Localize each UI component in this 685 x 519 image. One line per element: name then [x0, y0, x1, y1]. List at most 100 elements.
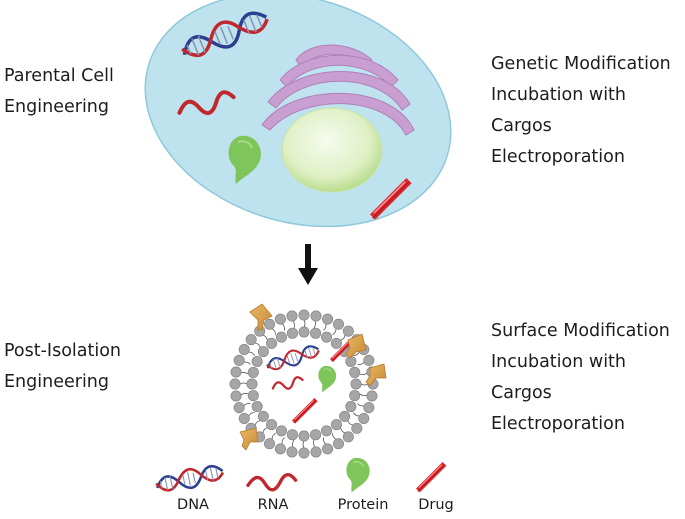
parental-method-incubation: Incubation with Cargos [491, 85, 627, 136]
lipid-tail [271, 328, 276, 335]
golgi-apparatus [261, 44, 415, 136]
lipid-head [263, 318, 275, 330]
lipid-head [310, 310, 322, 322]
lipid-tail [332, 328, 337, 335]
lipid-tail [281, 437, 285, 445]
lipid-head [342, 325, 354, 337]
lipid-head [229, 378, 241, 390]
parental-method-genetic: Genetic Modification [491, 54, 671, 74]
parental-label-line2: Engineering [4, 97, 109, 117]
legend-rna-icon [246, 472, 298, 492]
post-method-surface: Surface Modification [491, 321, 670, 341]
lipid-tail [243, 402, 251, 407]
post-isolation-label: Post-Isolation Engineering [4, 336, 121, 398]
lipid-head [275, 331, 287, 343]
parental-label: Parental Cell Engineering [4, 61, 114, 123]
lipid-head [349, 390, 361, 402]
lipid-tail [271, 433, 276, 440]
lipid-head [298, 447, 310, 459]
post-method-electroporation: Electroporation [491, 414, 625, 434]
legend-dna-label: DNA [177, 497, 209, 513]
lipid-tail [240, 372, 249, 375]
lipid-tail [323, 323, 327, 331]
lipid-head [286, 446, 298, 458]
lipid-head [310, 446, 322, 458]
lipid-head [238, 412, 250, 424]
lipid-tail [262, 427, 268, 434]
lipid-head [366, 390, 378, 402]
lipid-head [286, 429, 298, 441]
lipid-head [246, 378, 258, 390]
lipid-head [330, 337, 342, 349]
lipid-tail [313, 320, 316, 329]
lipid-tail [340, 427, 346, 434]
lipid-head [349, 366, 361, 378]
parental-label-line1: Parental Cell [4, 66, 114, 86]
lipid-head [345, 355, 357, 367]
lipid-tail [353, 351, 360, 356]
lipid-tail [248, 412, 255, 417]
lipid-head [351, 422, 363, 434]
lipid-tail [357, 403, 365, 407]
lipid-head [286, 327, 298, 339]
lipid-tail [360, 383, 369, 386]
legend-dna-icon [153, 461, 226, 497]
lipid-tail [292, 439, 295, 448]
lipid-head [310, 327, 322, 339]
lipid-head [257, 346, 269, 358]
lipid-tail [322, 437, 327, 445]
lipid-head [322, 443, 334, 455]
nucleus [281, 107, 383, 193]
legend-rna-label: RNA [257, 497, 289, 513]
post-isolation-label-line2: Engineering [4, 372, 109, 392]
lipid-head [363, 354, 375, 366]
lipid-tail [254, 420, 261, 426]
lipid-head [233, 354, 245, 366]
lipid-head [298, 326, 310, 338]
lipid-head [332, 318, 344, 330]
post-method-incubation: Incubation with Cargos [491, 352, 627, 403]
lipid-head [233, 402, 245, 414]
lipid-head [310, 429, 322, 441]
lipid-tail [302, 440, 305, 449]
lipid-head [247, 366, 259, 378]
lipid-head [321, 331, 333, 343]
lipid-head [298, 430, 310, 442]
lipid-head [251, 355, 263, 367]
lipid-tail [254, 342, 261, 348]
lipid-head [330, 419, 342, 431]
surface-ligands [239, 303, 387, 451]
lipid-head [245, 334, 257, 346]
lipid-head [345, 401, 357, 413]
lipid-head [230, 366, 242, 378]
lipid-head [266, 419, 278, 431]
lipid-head [275, 425, 287, 437]
lipid-tail [357, 361, 365, 366]
vesicle-drug-icon [291, 397, 319, 425]
lipid-tail [243, 361, 251, 365]
lipid-head [358, 412, 370, 424]
post-isolation-methods: Surface Modification Incubation with Car… [491, 316, 685, 440]
lipid-head [321, 425, 333, 437]
lipid-tail [248, 351, 255, 356]
lipid-head [257, 410, 269, 422]
parental-method-electroporation: Electroporation [491, 147, 625, 167]
lipid-tail [353, 412, 360, 417]
lipid-head [363, 402, 375, 414]
lipid-tail [347, 420, 354, 426]
lipid-head [251, 401, 263, 413]
lipid-head [238, 343, 250, 355]
legend-protein-icon [345, 457, 371, 494]
lipid-head [286, 310, 298, 322]
lipid-head [263, 438, 275, 450]
vesicle-rna-icon [270, 375, 305, 393]
lipid-tail [292, 320, 295, 329]
lipid-tail [313, 439, 316, 448]
lipid-tail [303, 319, 306, 328]
lipid-tail [359, 393, 368, 396]
lipid-head [322, 313, 334, 325]
lipid-head [342, 431, 354, 443]
lipid-tail [359, 372, 368, 375]
lipid-tail [240, 393, 249, 396]
